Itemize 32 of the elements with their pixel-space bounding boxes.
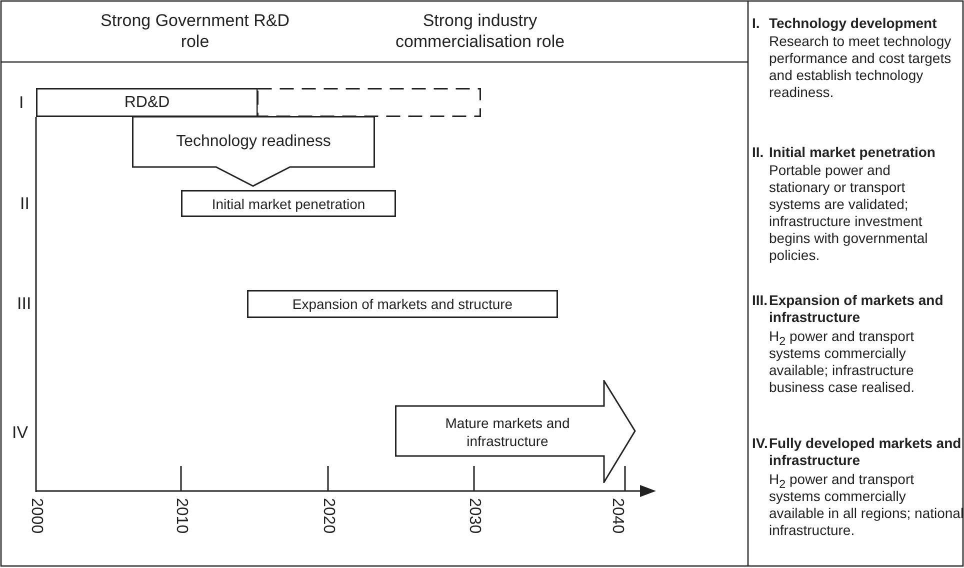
phase-box	[36, 88, 258, 117]
phase-numeral: I.	[752, 15, 760, 32]
phase-numeral: IV.	[752, 435, 768, 452]
column-heading: Strong industry commercialisation role	[394, 10, 566, 52]
extension-box	[257, 88, 481, 117]
phase-numeral: III	[17, 294, 32, 313]
node-label: Expansion of markets and structure	[292, 295, 513, 313]
node-label: Technology readiness	[176, 132, 331, 151]
phase-description: H$_{2}$ power and transport systems commercially available; infrastructure business case realised.	[769, 328, 916, 396]
phase-box	[247, 290, 558, 318]
node-label: RD&D	[124, 93, 170, 112]
year-label: 2010	[172, 498, 190, 534]
phase-numeral: I	[19, 93, 24, 112]
phase-heading: Initial market penetration	[769, 144, 936, 161]
phase-description: Portable power and stationary or transport systems are validated; infrastructure investment begins with governmental policies.	[769, 162, 929, 264]
readiness-arrow	[132, 116, 375, 187]
year-label: 2030	[465, 498, 483, 534]
phase-description: H$_{2}$ power and transport systems commercially available in all regions; national infrastructure.	[769, 471, 964, 539]
column-heading: Strong Government R&D role	[100, 10, 290, 52]
year-label: 2020	[319, 498, 337, 534]
phase-numeral: II.	[752, 144, 764, 161]
phase-numeral: II	[20, 194, 30, 213]
phase-numeral: IV	[12, 423, 28, 442]
year-label: 2000	[27, 498, 45, 534]
node-label: Mature markets and infrastructure	[444, 414, 571, 450]
phase-numeral: III.	[752, 292, 768, 309]
phase-heading: Technology development	[769, 15, 938, 32]
year-label: 2040	[608, 498, 626, 534]
phase-box	[181, 190, 396, 217]
block-arrow	[395, 380, 636, 483]
phase-description: Research to meet technology performance and cost targets and establish technology readiness.	[769, 33, 952, 101]
node-label: Initial market penetration	[212, 194, 366, 212]
